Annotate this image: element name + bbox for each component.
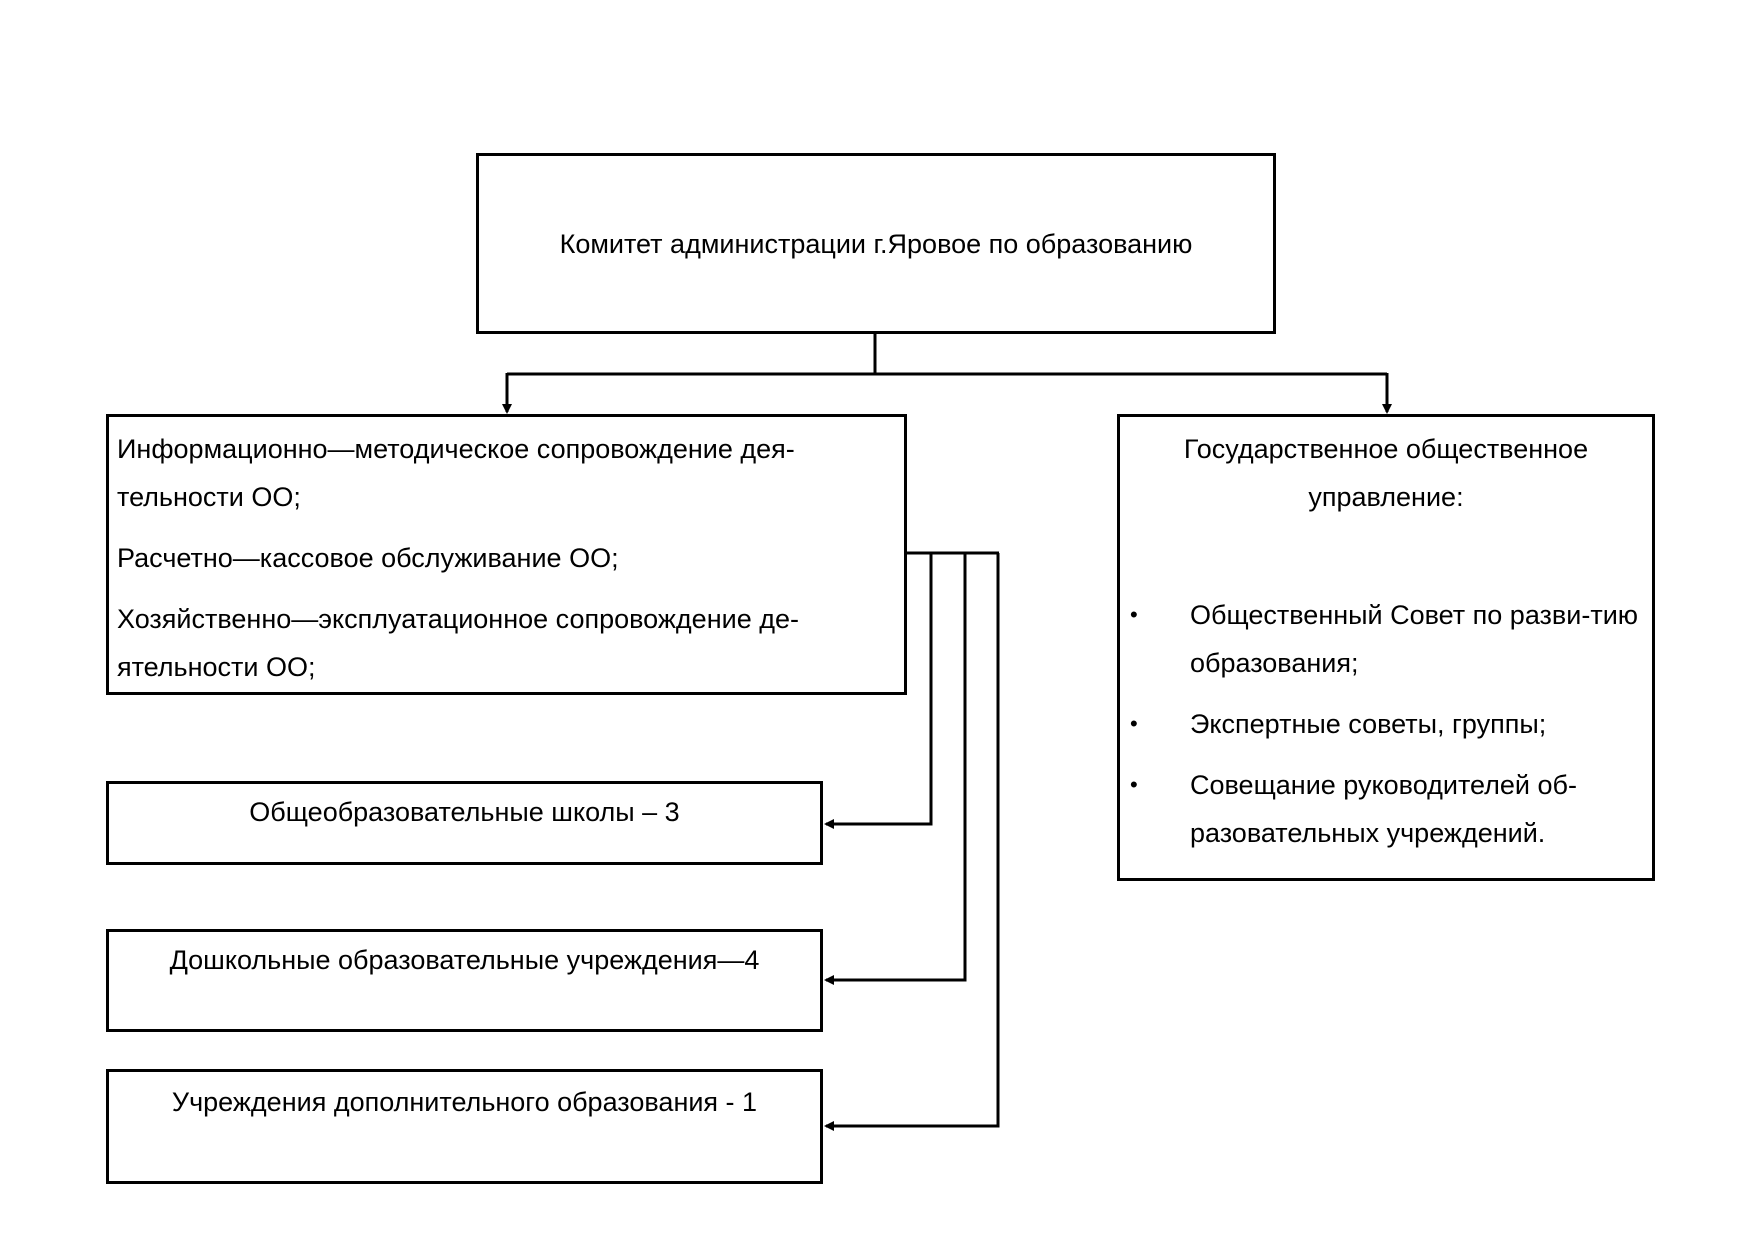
governance-item: • Совещание руководителей об-разовательны… [1130,761,1642,857]
arrow-to-schools [824,553,933,829]
arrow-to-additional [824,553,1000,1131]
arrow-to-preschool [824,553,967,985]
governance-item: • Общественный Совет по разви-тию образов… [1130,591,1642,687]
service-item-accounting: Расчетно—кассовое обслуживание ОО; [117,543,619,573]
governance-item: • Экспертные советы, группы; [1130,700,1642,748]
public-governance-heading: Государственное общественное управление: [1183,434,1589,512]
preschool-box: Дошкольные образовательные учреждения—4 [106,929,823,1032]
bullet-icon: • [1130,711,1138,736]
governance-item-text: Совещание руководителей об-разовательных… [1190,770,1577,848]
service-item-maintenance: Хозяйственно—эксплуатационное сопровожде… [117,604,799,682]
governance-item-text: Экспертные советы, группы; [1190,709,1547,739]
public-governance-box: Государственное общественное управление:… [1117,414,1655,881]
committee-box: Комитет администрации г.Яровое по образо… [476,153,1276,334]
schools-box: Общеобразовательные школы – 3 [106,781,823,865]
governance-item-text: Общественный Совет по разви-тию образова… [1190,600,1639,678]
service-item-methodical: Информационно—методическое сопровождение… [117,434,795,512]
governance-list: • Общественный Совет по разви-тию образов… [1130,591,1642,857]
schools-label: Общеобразовательные школы – 3 [249,797,680,827]
additional-education-label: Учреждения дополнительного образования -… [171,1087,758,1117]
additional-education-box: Учреждения дополнительного образования -… [106,1069,823,1184]
preschool-label: Дошкольные образовательные учреждения—4 [169,945,760,975]
bullet-icon: • [1130,602,1138,627]
services-box: Информационно—методическое сопровождение… [106,414,907,695]
bullet-icon: • [1130,772,1138,797]
committee-label: Комитет администрации г.Яровое по образо… [559,228,1193,259]
